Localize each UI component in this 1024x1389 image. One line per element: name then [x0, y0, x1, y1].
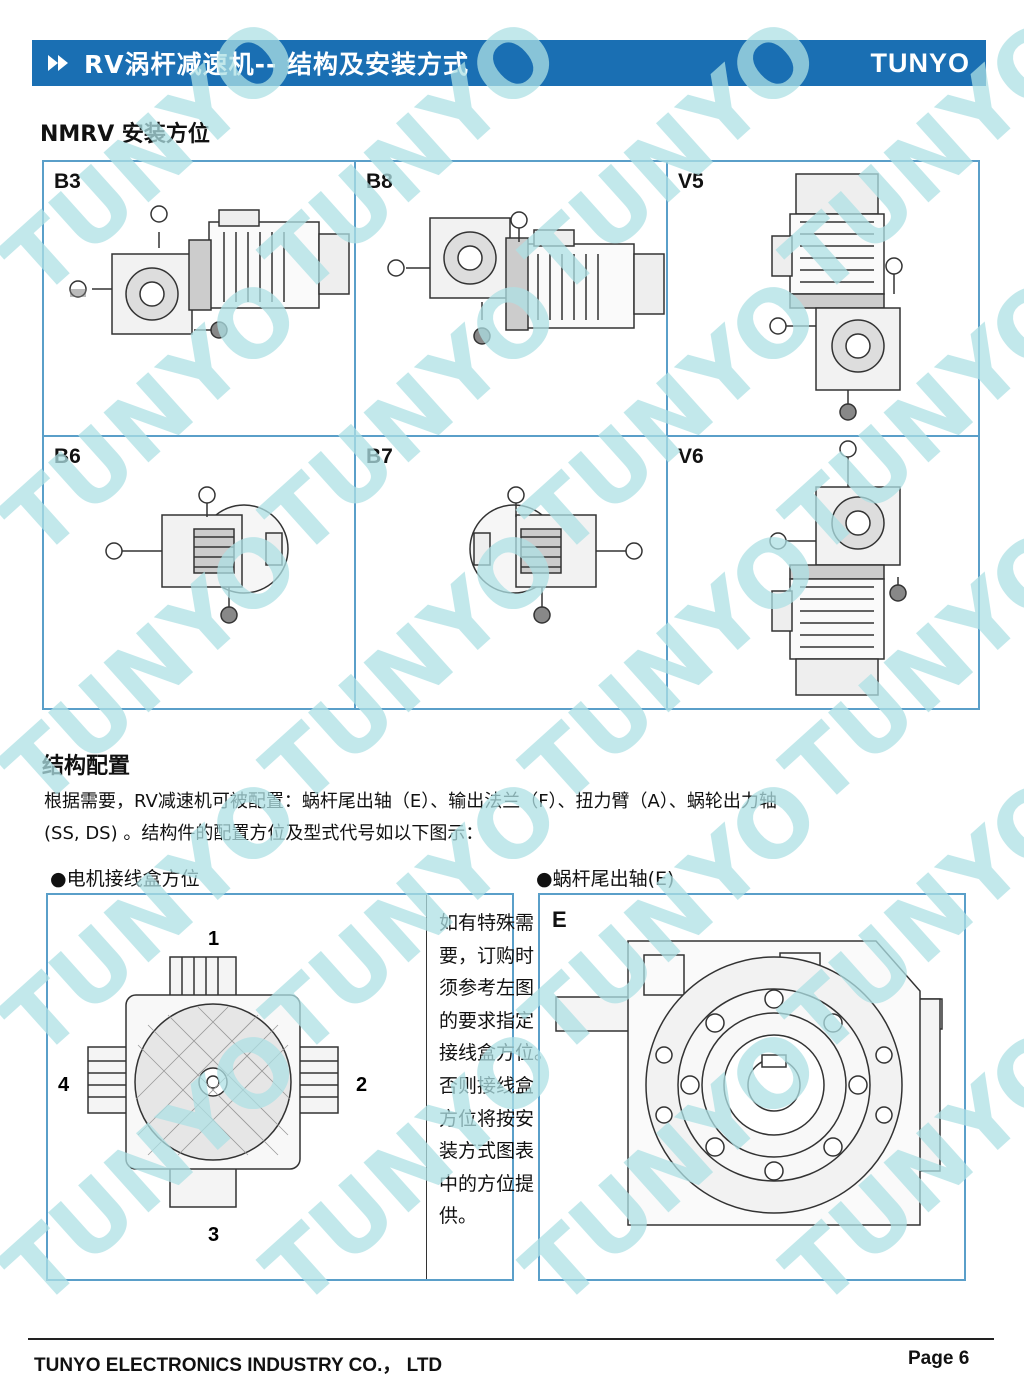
- terminal-position-3: 3: [208, 1224, 219, 1246]
- motor-b3-drawing: [69, 205, 350, 339]
- mounting-section-title: NMRV 安装方位: [40, 122, 210, 147]
- config-paragraph-line-1: 根据需要，RV减速机可被配置：蜗杆尾出轴（E）、输出法兰（F）、扭力臂（A）、蜗…: [44, 791, 777, 812]
- terminal-position-4: 4: [58, 1074, 70, 1096]
- mounting-label: V5: [678, 170, 704, 193]
- mounting-cell-b6: B6: [44, 437, 356, 708]
- mounting-label: B6: [54, 445, 81, 468]
- note-line: 如有特殊需: [439, 912, 535, 934]
- mounting-label: B7: [366, 445, 393, 468]
- note-line: 装方式图表: [439, 1140, 535, 1163]
- mounting-label: B8: [366, 170, 393, 193]
- mounting-cell-b7: B7: [356, 437, 668, 708]
- mounting-cell-b8: B8: [356, 162, 668, 437]
- worm-shaft-heading: ●蜗杆尾出轴(E): [536, 868, 675, 890]
- note-line: 接线盒方位。: [439, 1042, 554, 1065]
- motor-v6-drawing: [769, 440, 907, 696]
- brand-logo: TUNYO: [870, 47, 970, 78]
- terminal-box-panel: 1 2 3 4 如有特殊需 要，订购时 须参考左图 的要求指定 接线盒方位。 否…: [46, 893, 553, 1281]
- terminal-box-heading: ●电机接线盒方位: [50, 868, 200, 890]
- page-title: RV涡杆减速机-- 结构及安装方式: [84, 50, 470, 79]
- mounting-label: B3: [54, 170, 81, 193]
- note-line: 否则接线盒: [439, 1074, 535, 1097]
- note-line: 方位将按安: [439, 1107, 535, 1130]
- note-line: 供。: [439, 1205, 478, 1228]
- note-line: 须参考左图: [439, 977, 535, 1000]
- page-number: Page 6: [908, 1348, 970, 1369]
- double-arrow-icon: [48, 55, 68, 71]
- worm-shaft-label: E: [552, 907, 567, 932]
- motor-b6-drawing: [105, 486, 289, 624]
- mounting-cell-v6: V6: [668, 437, 978, 708]
- motor-v5-drawing: [769, 173, 903, 421]
- terminal-position-1: 1: [208, 928, 219, 950]
- note-line: 中的方位提: [439, 1172, 535, 1195]
- note-line: 的要求指定: [439, 1009, 535, 1032]
- worm-shaft-panel: E: [538, 893, 966, 1281]
- footer-divider: [28, 1338, 994, 1340]
- footer-company: TUNYO ELECTRONICS INDUSTRY CO.， LTD: [34, 1355, 443, 1376]
- mounting-grid: B3 B8: [42, 160, 980, 710]
- config-section-title: 结构配置: [42, 754, 131, 779]
- terminal-position-2: 2: [356, 1074, 367, 1096]
- worm-gear-drawing: [555, 940, 943, 1226]
- terminal-box-drawing: 1 2 3 4: [58, 928, 367, 1246]
- header-bar: RV涡杆减速机-- 结构及安装方式 TUNYO: [32, 40, 986, 86]
- mounting-label: V6: [678, 445, 704, 468]
- motor-b8-drawing: [387, 211, 665, 345]
- note-line: 要，订购时: [439, 944, 535, 967]
- mounting-cell-b3: B3: [44, 162, 356, 437]
- motor-b7-drawing: [469, 486, 643, 624]
- config-paragraph-line-2: (SS, DS) 。结构件的配置方位及型式代号如以下图示：: [44, 823, 484, 844]
- terminal-box-note: 如有特殊需 要，订购时 须参考左图 的要求指定 接线盒方位。 否则接线盒 方位将…: [426, 895, 562, 1279]
- mounting-cell-v5: V5: [668, 162, 978, 437]
